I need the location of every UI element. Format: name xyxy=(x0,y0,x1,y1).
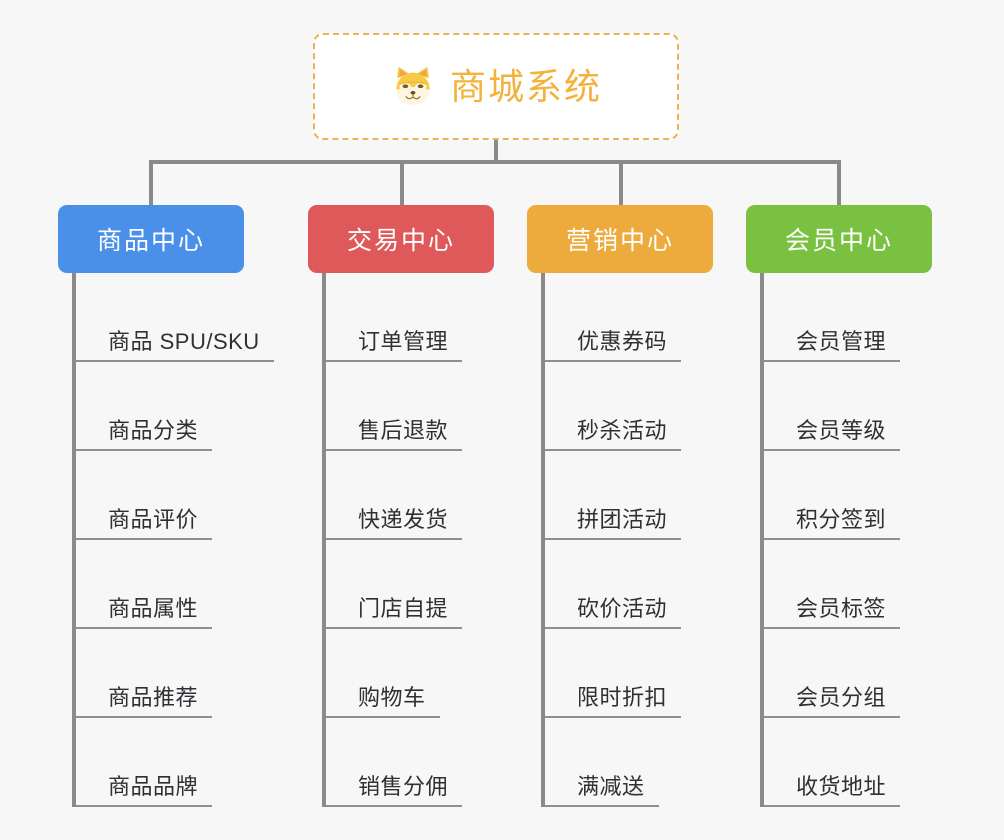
root-title: 商城系统 xyxy=(449,65,602,107)
branch-trunk-2 xyxy=(322,273,326,807)
leaf-item[interactable]: 商品属性 xyxy=(72,540,322,629)
leaf-label: 商品分类 xyxy=(108,417,199,443)
branch-trunk-3 xyxy=(541,273,545,807)
category-node-2[interactable]: 交易中心 xyxy=(308,205,494,273)
connector-horizontal-bus xyxy=(150,160,840,164)
category-node-3[interactable]: 营销中心 xyxy=(527,205,713,273)
leaf-list-2: 订单管理 售后退款 快递发货 门店自提 购物车 销售分佣 xyxy=(322,273,572,807)
category-node-4[interactable]: 会员中心 xyxy=(746,205,932,273)
leaf-label: 砍价活动 xyxy=(577,595,668,621)
leaf-item[interactable]: 会员标签 xyxy=(760,540,1004,629)
category-label-4: 会员中心 xyxy=(784,227,893,255)
leaf-label: 限时折扣 xyxy=(577,684,668,710)
leaf-item[interactable]: 商品分类 xyxy=(72,362,322,451)
leaf-item[interactable]: 销售分佣 xyxy=(322,718,572,807)
leaf-label: 销售分佣 xyxy=(358,773,449,799)
leaf-label: 商品属性 xyxy=(108,595,199,621)
leaf-item[interactable]: 满减送 xyxy=(541,718,791,807)
leaf-item[interactable]: 商品品牌 xyxy=(72,718,322,807)
leaf-label: 商品评价 xyxy=(108,506,199,532)
leaf-item[interactable]: 订单管理 xyxy=(322,273,572,362)
leaf-label: 商品品牌 xyxy=(108,773,199,799)
branch-trunk-1 xyxy=(72,273,76,807)
leaf-item[interactable]: 门店自提 xyxy=(322,540,572,629)
leaf-item[interactable]: 收货地址 xyxy=(760,718,1004,807)
leaf-label: 订单管理 xyxy=(358,328,449,354)
leaf-label: 会员分组 xyxy=(796,684,887,710)
leaf-label: 快递发货 xyxy=(358,506,449,532)
connector-drop-3 xyxy=(619,160,623,207)
leaf-item[interactable]: 限时折扣 xyxy=(541,629,791,718)
root-node[interactable]: 商城系统 xyxy=(313,33,679,140)
leaf-label: 会员等级 xyxy=(796,417,887,443)
category-node-1[interactable]: 商品中心 xyxy=(58,205,244,273)
connector-drop-1 xyxy=(149,160,153,207)
leaf-label: 满减送 xyxy=(577,773,645,799)
leaf-label: 门店自提 xyxy=(358,595,449,621)
leaf-item[interactable]: 秒杀活动 xyxy=(541,362,791,451)
leaf-item[interactable]: 购物车 xyxy=(322,629,572,718)
leaf-item[interactable]: 积分签到 xyxy=(760,451,1004,540)
leaf-item[interactable]: 商品推荐 xyxy=(72,629,322,718)
branch-column-2: 交易中心 订单管理 售后退款 快递发货 门店自提 购物车 销售分佣 xyxy=(308,205,494,807)
leaf-item[interactable]: 拼团活动 xyxy=(541,451,791,540)
branch-column-3: 营销中心 优惠券码 秒杀活动 拼团活动 砍价活动 限时折扣 满减送 xyxy=(527,205,713,807)
category-label-2: 交易中心 xyxy=(346,227,455,255)
connector-drop-4 xyxy=(837,160,841,207)
leaf-item[interactable]: 快递发货 xyxy=(322,451,572,540)
leaf-item[interactable]: 商品 SPU/SKU xyxy=(72,273,322,362)
shiba-dog-icon xyxy=(390,64,436,110)
leaf-label: 会员管理 xyxy=(796,328,887,354)
leaf-list-1: 商品 SPU/SKU 商品分类 商品评价 商品属性 商品推荐 商品品牌 xyxy=(72,273,322,807)
leaf-item[interactable]: 会员等级 xyxy=(760,362,1004,451)
connector-root-stem xyxy=(494,140,498,162)
branch-column-1: 商品中心 商品 SPU/SKU 商品分类 商品评价 商品属性 商品推荐 商品品牌 xyxy=(58,205,274,807)
category-label-3: 营销中心 xyxy=(565,227,674,255)
connector-drop-2 xyxy=(400,160,404,207)
branch-trunk-4 xyxy=(760,273,764,807)
leaf-label: 售后退款 xyxy=(358,417,449,443)
leaf-label: 秒杀活动 xyxy=(577,417,668,443)
leaf-label: 收货地址 xyxy=(796,773,887,799)
leaf-item[interactable]: 售后退款 xyxy=(322,362,572,451)
leaf-item[interactable]: 优惠券码 xyxy=(541,273,791,362)
leaf-label: 商品推荐 xyxy=(108,684,199,710)
leaf-label: 拼团活动 xyxy=(577,506,668,532)
leaf-list-3: 优惠券码 秒杀活动 拼团活动 砍价活动 限时折扣 满减送 xyxy=(541,273,791,807)
leaf-list-4: 会员管理 会员等级 积分签到 会员标签 会员分组 收货地址 xyxy=(760,273,1004,807)
leaf-label: 会员标签 xyxy=(796,595,887,621)
leaf-label: 商品 SPU/SKU xyxy=(108,328,260,354)
leaf-label: 积分签到 xyxy=(796,506,887,532)
leaf-item[interactable]: 会员分组 xyxy=(760,629,1004,718)
leaf-item[interactable]: 砍价活动 xyxy=(541,540,791,629)
branch-column-4: 会员中心 会员管理 会员等级 积分签到 会员标签 会员分组 收货地址 xyxy=(746,205,932,807)
category-label-1: 商品中心 xyxy=(96,227,205,255)
leaf-label: 优惠券码 xyxy=(577,328,668,354)
leaf-item[interactable]: 会员管理 xyxy=(760,273,1004,362)
leaf-item[interactable]: 商品评价 xyxy=(72,451,322,540)
leaf-label: 购物车 xyxy=(358,684,426,710)
